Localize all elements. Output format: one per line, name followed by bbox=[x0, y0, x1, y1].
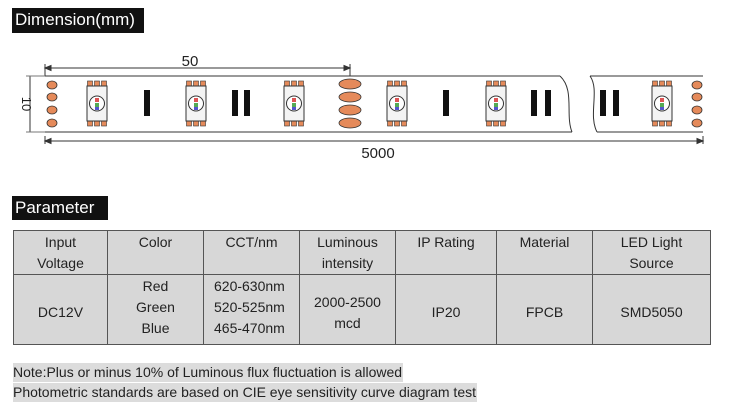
led-strip-diagram: 50 10 5000 bbox=[19, 53, 705, 162]
header-label-line: LED Light bbox=[620, 234, 683, 250]
header-label-line: Material bbox=[519, 234, 570, 250]
led-chip bbox=[386, 80, 408, 127]
header-label-line: Luminous bbox=[317, 234, 378, 250]
cct-green: 520-525nm bbox=[214, 299, 285, 315]
resistor bbox=[244, 90, 250, 116]
dim-label-5000: 5000 bbox=[361, 145, 394, 162]
led-chips bbox=[86, 80, 673, 127]
luminous-unit: mcd bbox=[334, 314, 361, 331]
resistors bbox=[144, 90, 619, 116]
resistor bbox=[545, 90, 551, 116]
color-blue: Blue bbox=[141, 320, 170, 336]
header-cct: CCT/nm bbox=[203, 230, 300, 275]
cell-ip-rating: IP20 bbox=[395, 274, 497, 345]
table-row: DC12V Red Green Blue 620-630nm 520-525nm… bbox=[13, 274, 711, 345]
cut-solder-pads bbox=[338, 78, 362, 129]
header-label-line: IP Rating bbox=[417, 234, 475, 250]
strip-break-right bbox=[589, 75, 598, 133]
cct-red: 620-630nm bbox=[214, 278, 285, 294]
resistor bbox=[232, 90, 238, 116]
dim-label-10: 10 bbox=[19, 97, 34, 111]
header-label-line: Color bbox=[138, 234, 173, 250]
cell-luminous-intensity: 2000-2500 mcd bbox=[299, 274, 396, 345]
resistor bbox=[531, 90, 537, 116]
parameter-heading: Parameter bbox=[12, 196, 108, 220]
cct-blue: 465-470nm bbox=[214, 320, 285, 336]
dim-ticks-5000 bbox=[44, 136, 704, 144]
led-chip bbox=[283, 80, 305, 127]
led-chip bbox=[185, 80, 207, 127]
cell-led-source: SMD5050 bbox=[592, 274, 711, 345]
dim-arrows-5000 bbox=[43, 137, 705, 145]
dim-ticks-10 bbox=[26, 75, 45, 133]
cell-material: FPCB bbox=[496, 274, 593, 345]
header-color: Color bbox=[107, 230, 204, 275]
cell-input-voltage: DC12V bbox=[13, 274, 108, 345]
resistor bbox=[144, 90, 150, 116]
header-label-line: intensity bbox=[321, 255, 374, 271]
note-photometric-standard: Photometric standards are based on CIE e… bbox=[13, 383, 477, 402]
header-luminous-intensity: Luminous intensity bbox=[299, 230, 396, 275]
right-solder-pads bbox=[691, 80, 703, 128]
header-ip-rating: IP Rating bbox=[395, 230, 497, 275]
strip-break-left bbox=[559, 75, 573, 133]
cell-color: Red Green Blue bbox=[107, 274, 204, 345]
led-chip bbox=[485, 80, 507, 127]
resistor bbox=[443, 90, 449, 116]
resistor bbox=[600, 90, 606, 116]
dimension-heading: Dimension(mm) bbox=[12, 8, 144, 33]
led-chip bbox=[86, 80, 108, 127]
resistor bbox=[613, 90, 619, 116]
left-solder-pads bbox=[46, 80, 58, 128]
header-material: Material bbox=[496, 230, 593, 275]
dim-ticks-50 bbox=[44, 64, 351, 76]
color-red: Red bbox=[142, 278, 169, 294]
header-label-line: Voltage bbox=[37, 255, 84, 271]
led-chip bbox=[651, 80, 673, 127]
header-label-line: CCT/nm bbox=[225, 234, 278, 250]
header-label-line: Source bbox=[629, 255, 674, 271]
luminous-value: 2000-2500 bbox=[314, 293, 381, 310]
dim-label-50: 50 bbox=[182, 53, 199, 70]
cell-cct: 620-630nm 520-525nm 465-470nm bbox=[203, 274, 300, 345]
header-label-line: Input bbox=[44, 234, 77, 250]
note-flux-tolerance: Note:Plus or minus 10% of Luminous flux … bbox=[13, 363, 404, 382]
dim-arrows-50 bbox=[43, 64, 352, 72]
color-green: Green bbox=[136, 299, 175, 315]
